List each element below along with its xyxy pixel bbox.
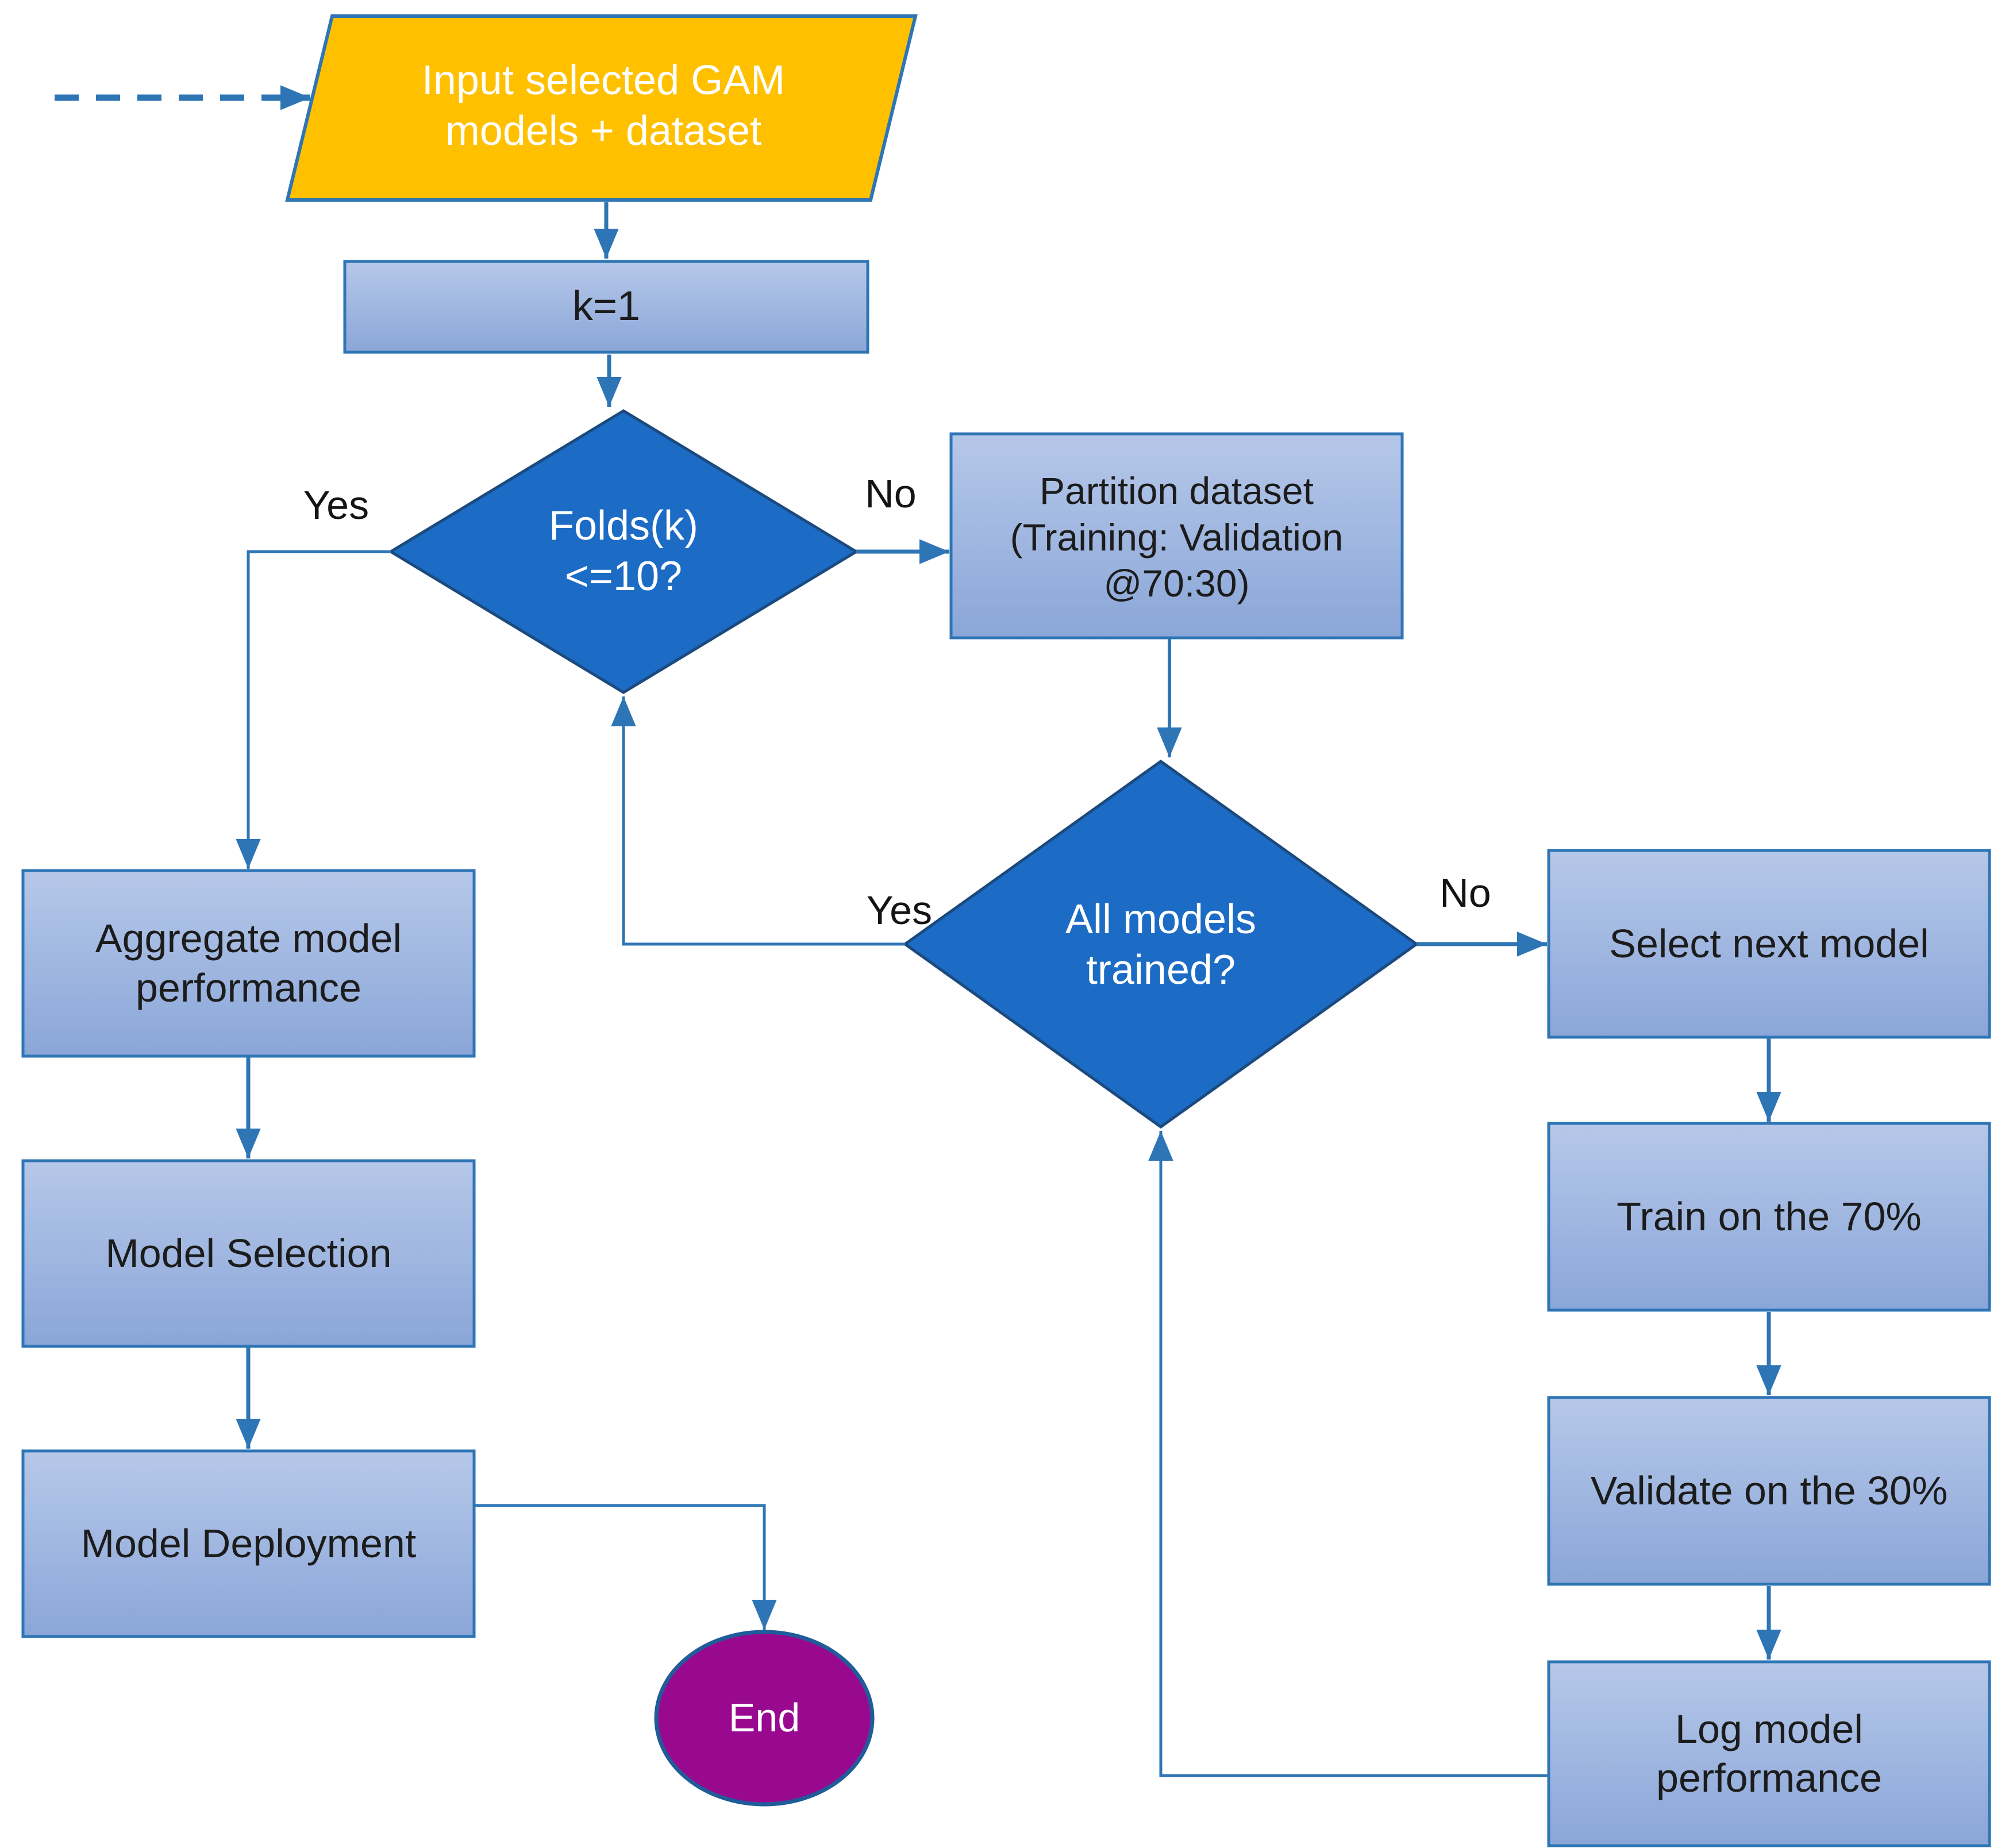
input-parallelogram [285,14,918,202]
edge-log-loop-to-trained [1148,1131,1549,1777]
edge-folds-yes-to-aggregate [236,550,391,869]
log-performance-box [1547,1660,1991,1847]
validate-box [1547,1396,1991,1586]
k-init-box [343,260,869,354]
partition-box [949,432,1404,640]
edge-deployment-to-end [474,1504,777,1630]
train-box [1547,1122,1991,1312]
edge-trained-yes-to-folds [611,696,905,946]
model-deployment-box [21,1449,476,1638]
model-selection-box [21,1159,476,1348]
folds-decision-diamond [388,409,859,694]
aggregate-box [21,869,476,1058]
all-trained-diamond [902,759,1419,1129]
end-ellipse [654,1630,875,1807]
select-next-box [1547,849,1991,1039]
